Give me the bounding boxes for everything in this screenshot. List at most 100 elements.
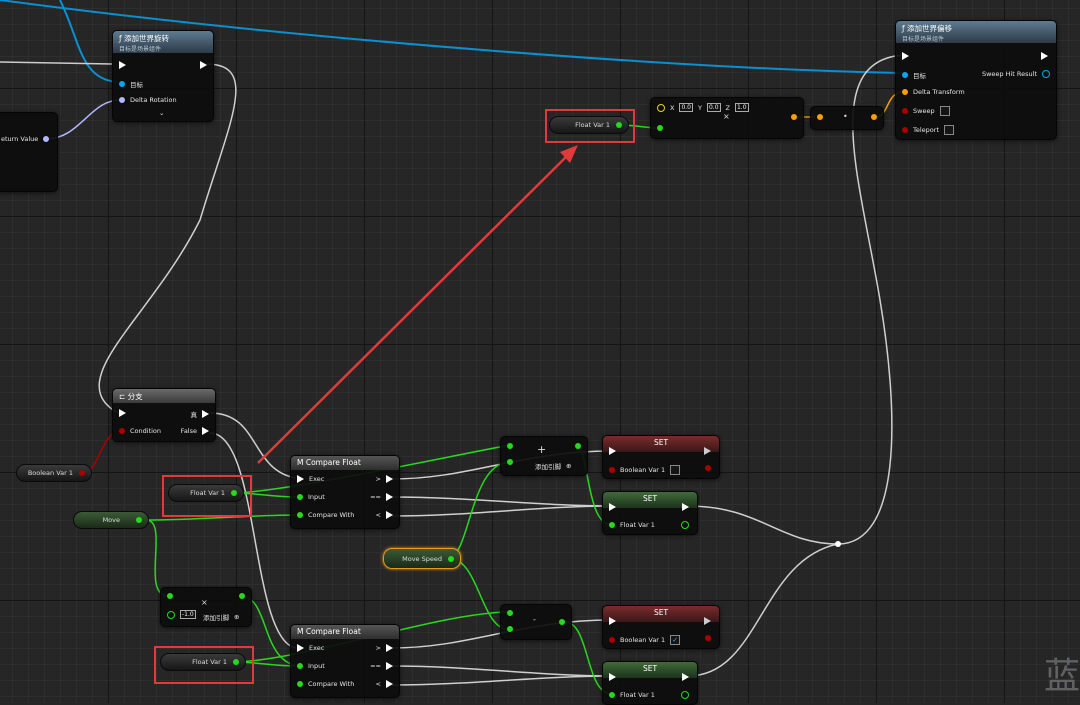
value-checkbox[interactable]: [670, 465, 681, 475]
exec-out-pin[interactable]: [682, 673, 689, 681]
set-boolean-node-bottom[interactable]: SET Boolean Var 1✓: [602, 605, 720, 649]
add-world-transform-node[interactable]: ƒ 添加世界偏移 目标是场景组件 目标 Sweep Hit Result Del…: [895, 20, 1057, 140]
make-transform-node[interactable]: •: [810, 106, 884, 130]
move-var-getter[interactable]: Move: [73, 511, 149, 529]
compare-float-node-bottom[interactable]: M Compare Float Exec > Input == Compare …: [290, 624, 400, 698]
expand-chevron-icon[interactable]: ⌄: [159, 109, 165, 117]
float-var-getter-bottom[interactable]: Float Var 1: [160, 653, 246, 671]
branch-node[interactable]: ⊏ 分支 真 Condition False: [112, 388, 216, 442]
float-var-getter-mid[interactable]: Float Var 1: [168, 484, 244, 502]
value-checkbox-checked[interactable]: ✓: [670, 635, 681, 645]
float-out-pin[interactable]: [136, 517, 142, 523]
vector-out-pin[interactable]: [791, 114, 797, 120]
b-pin[interactable]: [507, 626, 513, 632]
float-in-pin[interactable]: [609, 522, 615, 528]
exec-out-pin[interactable]: [682, 503, 689, 511]
true-exec-pin[interactable]: [202, 410, 209, 418]
sweep-hit-result-pin[interactable]: [1042, 70, 1050, 78]
float-in-pin[interactable]: [657, 125, 663, 131]
result-pin[interactable]: [575, 443, 581, 449]
var-label: Move Speed: [402, 554, 442, 563]
multiply-float-node[interactable]: -1.0 × 添加引脚⊕: [160, 587, 252, 627]
teleport-pin[interactable]: [902, 127, 908, 133]
exec-in-pin[interactable]: [609, 673, 616, 681]
result-pin[interactable]: [559, 619, 565, 625]
float-out-pin[interactable]: [616, 122, 622, 128]
subtract-float-node[interactable]: -: [500, 604, 572, 640]
input-pin[interactable]: [297, 494, 303, 500]
exec-in-pin[interactable]: [119, 61, 126, 69]
b-pin[interactable]: [507, 459, 513, 465]
exec-out-pin[interactable]: [704, 617, 711, 625]
float-in-pin[interactable]: [609, 692, 615, 698]
greater-exec-pin[interactable]: [386, 644, 393, 652]
exec-in-pin[interactable]: [609, 617, 616, 625]
greater-exec-pin[interactable]: [386, 475, 393, 483]
exec-out-pin[interactable]: [200, 61, 207, 69]
float-out-pin[interactable]: [233, 659, 239, 665]
exec-in-pin[interactable]: [902, 52, 909, 60]
plus-icon: +: [537, 443, 547, 456]
exec-out-pin[interactable]: [1041, 52, 1048, 60]
input-pin[interactable]: [297, 663, 303, 669]
add-pin-icon[interactable]: ⊕: [566, 462, 572, 470]
exec-in-pin[interactable]: [609, 447, 616, 455]
exec-in-pin[interactable]: [297, 475, 304, 483]
sweep-pin[interactable]: [902, 108, 908, 114]
exec-in-pin[interactable]: [297, 644, 304, 652]
delta-rotation-pin[interactable]: [119, 97, 125, 103]
boolean-var-getter[interactable]: Boolean Var 1: [16, 464, 92, 482]
b-pin[interactable]: [167, 610, 175, 619]
target-pin[interactable]: [902, 72, 908, 78]
y-value-input[interactable]: 0.0: [706, 103, 721, 112]
teleport-checkbox[interactable]: [944, 125, 954, 135]
float-out-pin[interactable]: [681, 691, 689, 699]
bool-in-pin[interactable]: [609, 467, 615, 473]
a-pin[interactable]: [507, 610, 513, 616]
float-out-pin[interactable]: [681, 521, 689, 529]
compare-float-node-top[interactable]: M Compare Float Exec > Input == Compare …: [290, 455, 400, 529]
bool-in-pin[interactable]: [609, 637, 615, 643]
float-var-getter[interactable]: Float Var 1: [549, 116, 629, 134]
transform-in-pin[interactable]: [817, 114, 823, 120]
set-boolean-node-top[interactable]: SET Boolean Var 1: [602, 435, 720, 479]
highlight-box: [162, 475, 252, 517]
set-float-node-bottom[interactable]: SET Float Var 1: [602, 661, 698, 705]
sweep-checkbox[interactable]: [939, 106, 950, 116]
float-out-pin[interactable]: [448, 555, 454, 562]
return-value-pin[interactable]: [43, 136, 50, 142]
add-pin-icon[interactable]: ⊕: [234, 613, 240, 621]
compare-with-pin[interactable]: [297, 681, 303, 687]
target-pin[interactable]: [119, 81, 125, 87]
vector-pin[interactable]: [657, 103, 665, 112]
z-value-input[interactable]: 1.0: [734, 103, 749, 112]
result-pin[interactable]: [239, 593, 245, 599]
exec-out-pin[interactable]: [704, 447, 711, 455]
compare-with-pin[interactable]: [297, 512, 303, 518]
equal-exec-pin[interactable]: [386, 662, 393, 670]
move-speed-var-getter[interactable]: Move Speed: [383, 548, 461, 569]
a-pin[interactable]: [167, 593, 173, 599]
transform-out-pin[interactable]: [871, 114, 877, 120]
bool-out-pin[interactable]: [79, 470, 85, 476]
return-value-node[interactable]: eturn Value: [0, 112, 58, 192]
x-value-input[interactable]: 0.0: [679, 103, 693, 112]
a-pin[interactable]: [507, 443, 513, 449]
less-exec-pin[interactable]: [386, 680, 393, 688]
condition-pin[interactable]: [119, 428, 125, 434]
false-exec-pin[interactable]: [202, 427, 209, 435]
float-out-pin[interactable]: [231, 490, 237, 496]
set-float-node-top[interactable]: SET Float Var 1: [602, 491, 698, 535]
delta-transform-pin[interactable]: [902, 89, 908, 95]
add-float-node[interactable]: + 添加引脚⊕: [500, 436, 588, 476]
exec-in-pin[interactable]: [119, 409, 126, 417]
less-exec-pin[interactable]: [386, 511, 393, 519]
exec-in-pin[interactable]: [609, 503, 616, 511]
add-world-rotation-node[interactable]: ƒ 添加世界旋转 目标是场景组件 目标 Delta Rotation ⌄: [112, 30, 214, 122]
equal-exec-pin[interactable]: [386, 493, 393, 501]
bool-out-pin[interactable]: [705, 635, 711, 641]
multiplier-input[interactable]: -1.0: [180, 610, 196, 619]
highlight-box: [154, 646, 254, 684]
bool-out-pin[interactable]: [705, 465, 711, 471]
